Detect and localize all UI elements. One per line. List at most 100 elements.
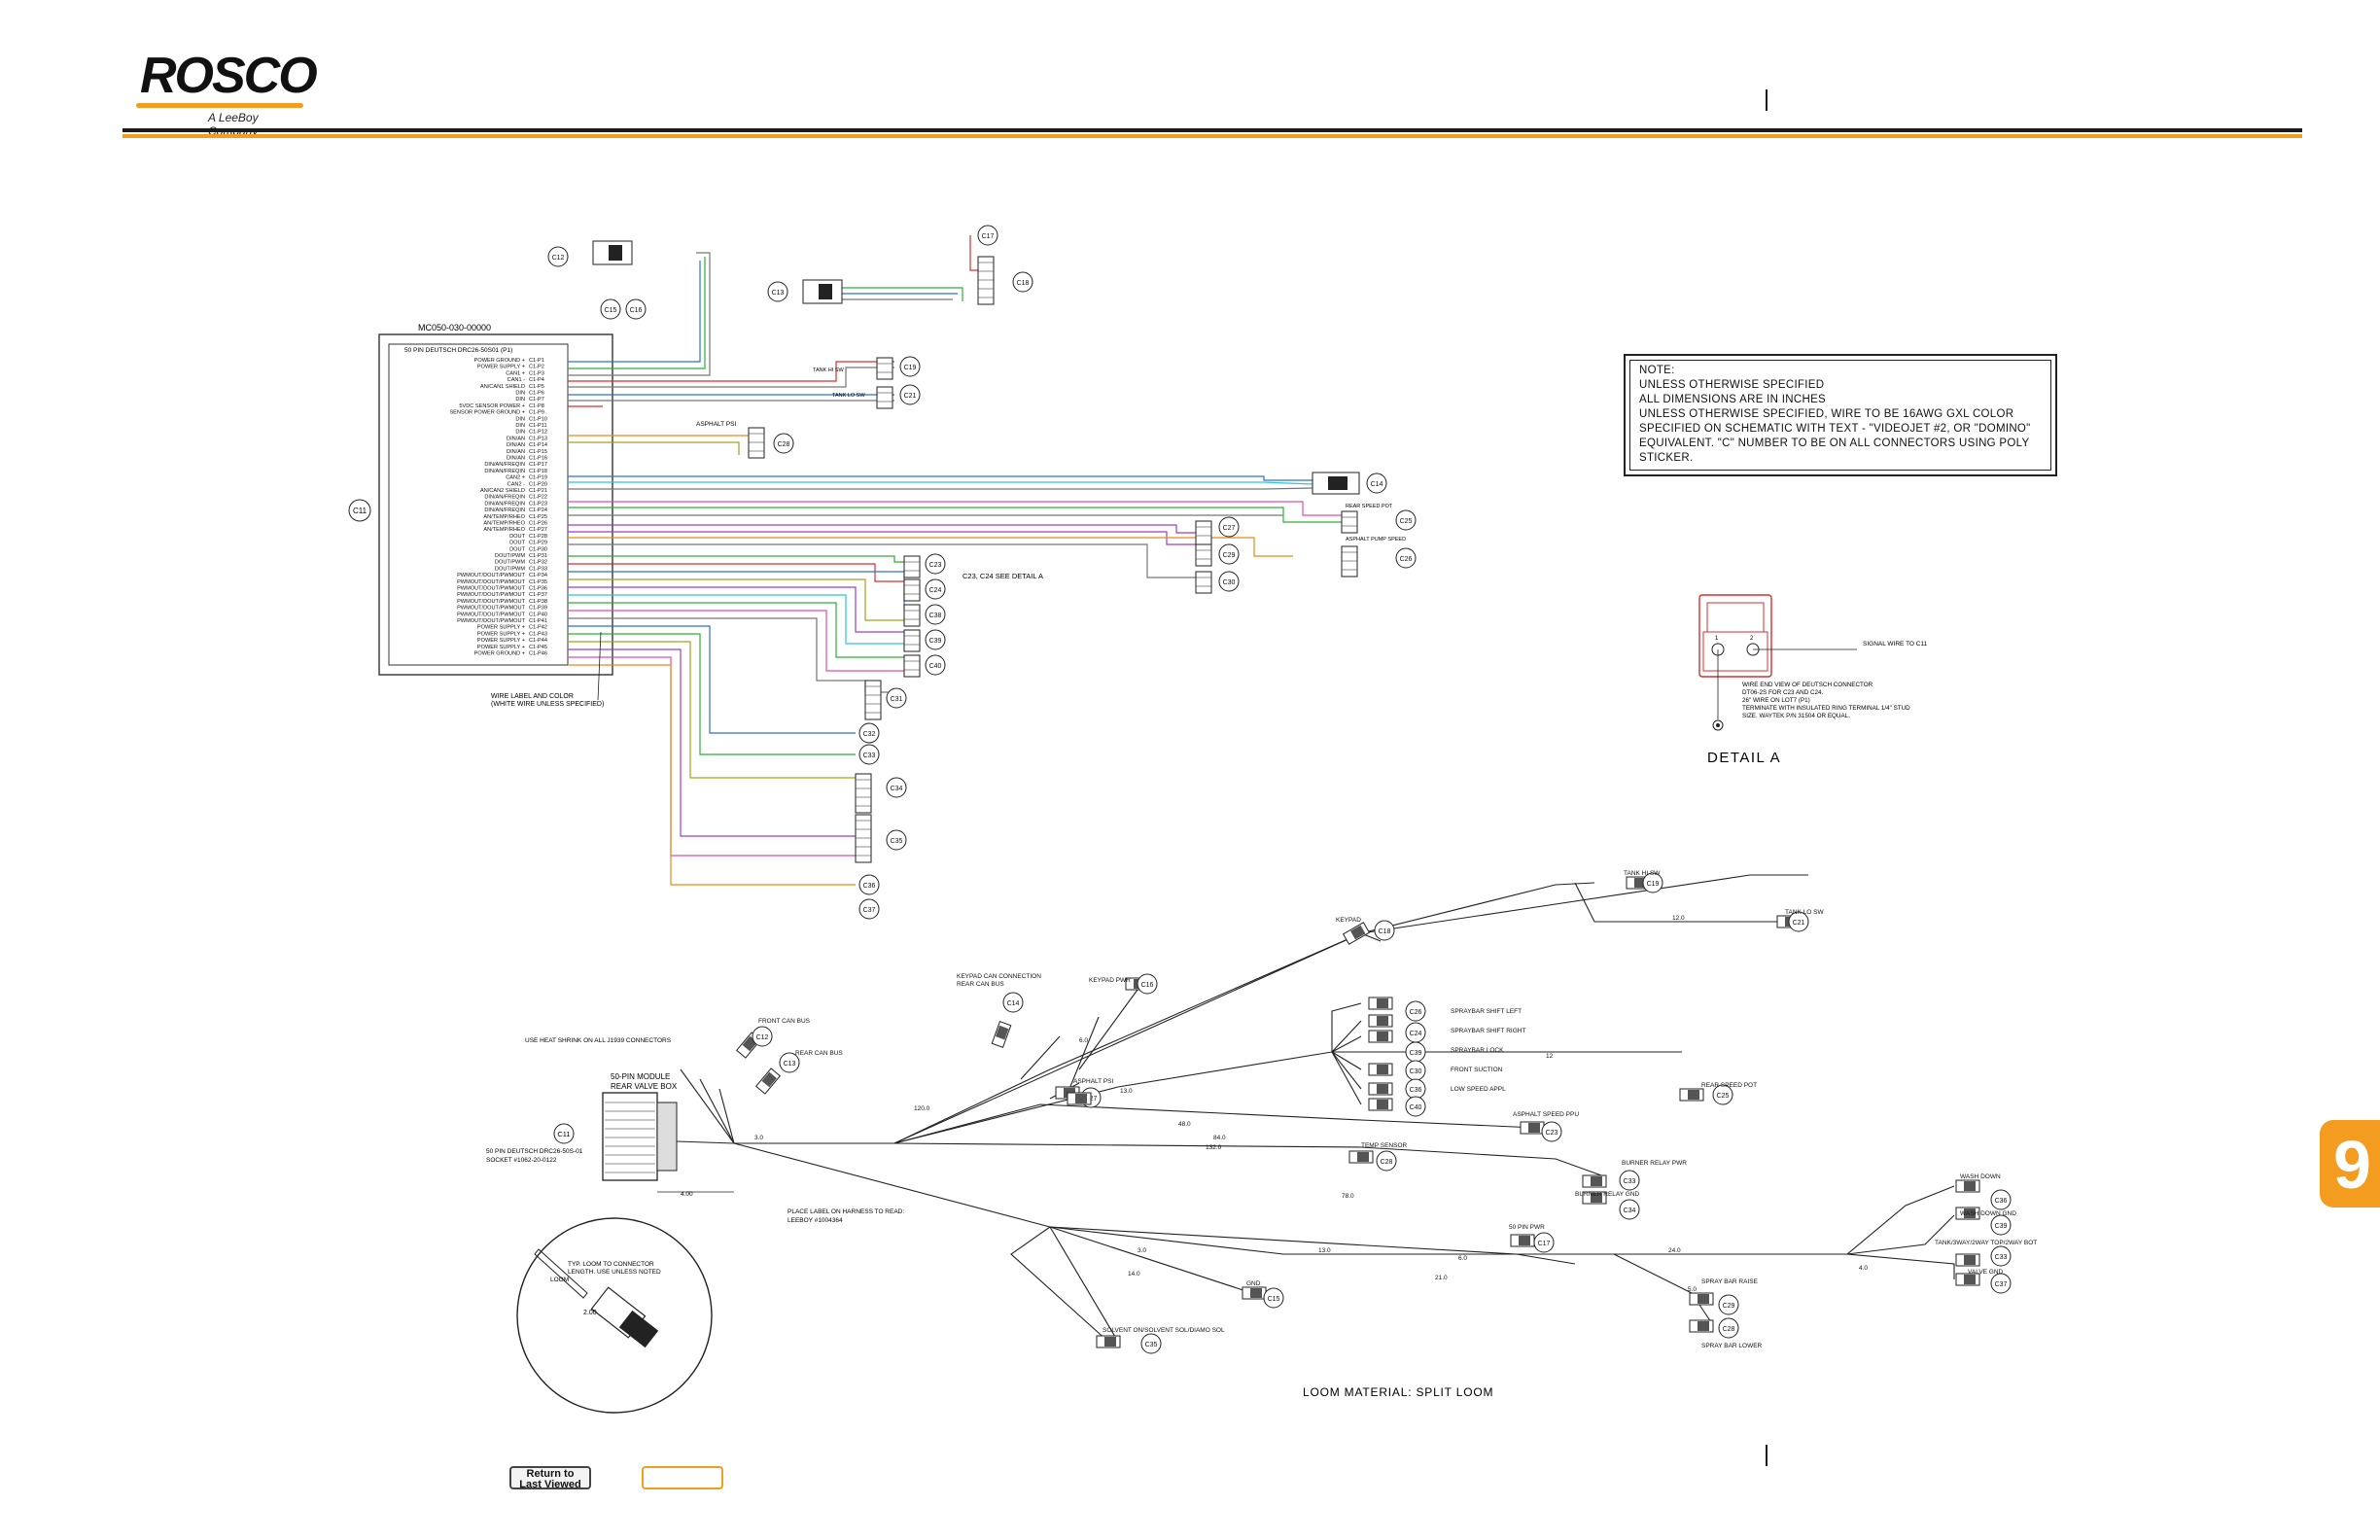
pin-id: C1-P32 — [529, 560, 547, 566]
connector-bubble — [1990, 1189, 2012, 1210]
connector-bubble — [1012, 271, 1033, 293]
harness-branch — [1049, 1226, 1265, 1298]
connector-plug — [903, 629, 921, 652]
connector-plug — [1195, 543, 1212, 567]
detail-a-line: DT06-2S FOR C23 AND C24. — [1742, 689, 1824, 696]
pin-function: AN/CAN1 SHIELD — [480, 384, 525, 390]
connector-c30-label: C30 — [1223, 579, 1236, 586]
connector-bubble — [625, 298, 647, 320]
harness-tank-lo-label: TANK LO SW — [1785, 909, 1824, 916]
keypad-can-label-1: KEYPAD CAN CONNECTION — [957, 973, 1041, 980]
pin-id: C1-P4 — [529, 377, 544, 383]
pin-id: C1-P46 — [529, 651, 547, 657]
harness-branch — [1331, 1051, 1362, 1070]
harness-module-plug — [656, 1102, 678, 1172]
header-divider — [1766, 89, 1768, 111]
pin-id: C1-P7 — [529, 397, 544, 402]
harness-connector — [1689, 1292, 1714, 1306]
wire — [568, 586, 904, 633]
pin-id: C1-P41 — [529, 618, 547, 624]
dim-label: 120.0 — [914, 1105, 930, 1112]
dim-label: 6.0 — [1458, 1255, 1467, 1262]
detail-a-line: WIRE END VIEW OF DEUTSCH CONNECTOR — [1742, 682, 1873, 688]
pin-function: PWMOUT/DOUT/PWMOUT — [457, 606, 525, 612]
wire — [568, 594, 904, 645]
pin-function: DIN/AN — [507, 442, 525, 448]
pin-id: C1-P6 — [529, 391, 544, 397]
front-can-bus-label: FRONT CAN BUS — [758, 1018, 811, 1025]
asphalt-pump-speed-label: ASPHALT PUMP SPEED — [1346, 537, 1406, 542]
gnd-label: GND — [1246, 1280, 1261, 1287]
return-to-last-viewed-button[interactable]: Return to Last Viewed — [509, 1466, 591, 1490]
harness-connector — [1368, 1063, 1393, 1076]
wire — [568, 361, 894, 382]
connector-c19-label: C19 — [1647, 881, 1660, 888]
connector-bubble — [752, 1026, 773, 1047]
header-rule-orange — [122, 134, 2302, 138]
pin-function: DOUT — [509, 541, 525, 546]
connector-c16-label: C16 — [1141, 982, 1154, 989]
connector-c18-label: C18 — [1017, 280, 1030, 287]
pin-id: C1-P43 — [529, 631, 547, 637]
pin-function: DIN/AN/FREQIN — [484, 501, 525, 507]
connector-c19-label: C19 — [904, 365, 917, 371]
section-tab[interactable]: 9 — [2320, 1120, 2380, 1208]
dim-label: 12 — [1546, 1053, 1554, 1060]
pin-id: C1-P15 — [529, 449, 547, 455]
harness-branch — [1846, 1214, 1955, 1255]
burner-relay-pwr-label: BURNER RELAY PWR — [1622, 1160, 1687, 1167]
keypad-label: KEYPAD — [1336, 917, 1361, 924]
pin-function: DIN/AN — [507, 436, 525, 441]
loom-detail-note-1: TYP. LOOM TO CONNECTOR — [568, 1261, 654, 1268]
keypad-can-label-2: REAR CAN BUS — [957, 981, 1004, 988]
connector-plug — [864, 680, 882, 720]
wire — [568, 441, 740, 455]
pin-function: CAN2 + — [506, 475, 525, 481]
wire — [568, 656, 856, 857]
connector-bubble — [925, 604, 946, 625]
pin-function: 5VDC SENSOR POWER + — [459, 403, 525, 409]
pin-id: C1-P18 — [529, 469, 547, 474]
harness-branch — [1331, 1002, 1362, 1052]
pin-id: C1-P2 — [529, 365, 544, 370]
connector-c21-label: C21 — [904, 393, 917, 400]
connector-bubble — [925, 578, 946, 600]
wire — [568, 641, 856, 779]
connector-c17-label: C17 — [1538, 1241, 1551, 1247]
dim-label: 5.0 — [1688, 1286, 1697, 1293]
wire — [568, 501, 1342, 516]
loom-material-note: LOOM MATERIAL: SPLIT LOOM — [1303, 1385, 1493, 1399]
dim-label: 12.0 — [1672, 915, 1685, 922]
logo-swoosh — [136, 103, 303, 108]
pin-function: DIN — [515, 391, 525, 397]
connector-c36-label: C36 — [1410, 1087, 1422, 1094]
connector-bubble — [1718, 1317, 1739, 1339]
pin-id: C1-P22 — [529, 495, 547, 501]
pin-function: DIN/AN/FREQIN — [484, 462, 525, 468]
connector-c34-label: C34 — [891, 786, 903, 792]
connector-bubble — [1395, 509, 1417, 531]
harness-rear-speed-pot-label: REAR SPEED POT — [1701, 1082, 1757, 1089]
pin-function: POWER GROUND + — [474, 651, 525, 657]
note-box: NOTE: UNLESS OTHERWISE SPECIFIED ALL DIM… — [1624, 354, 2057, 476]
connector-c13-label: C13 — [784, 1061, 796, 1068]
harness-connector — [1955, 1179, 1980, 1193]
pin-id: C1-P5 — [529, 384, 544, 390]
asphalt-speed-ppu-label: ASPHALT SPEED PPU — [1513, 1111, 1579, 1118]
harness-module-connector-1: 50 PIN DEUTSCH DRC26-50S-01 — [486, 1148, 583, 1155]
connector-c25-label: C25 — [1717, 1093, 1730, 1100]
blank-nav-button[interactable] — [642, 1466, 723, 1489]
harness-connector — [1689, 1319, 1714, 1333]
tank-way-label: TANK/3WAY/2WAY TOP/2WAY BOT — [1935, 1240, 2037, 1246]
section-tab-number: 9 — [2333, 1127, 2371, 1203]
dim-label: 14.0 — [1128, 1271, 1140, 1278]
connector-c15-label: C15 — [605, 307, 617, 314]
connector-bubble — [1218, 516, 1240, 538]
harness-branch — [1068, 1016, 1100, 1090]
connector-bubble — [886, 829, 907, 851]
harness-c11-label: C11 — [557, 1130, 570, 1138]
pin-id: C1-P25 — [529, 514, 547, 520]
burner-relay-gnd-label: BURNER RELAY GND — [1575, 1191, 1640, 1198]
header-rule-black — [122, 128, 2302, 132]
